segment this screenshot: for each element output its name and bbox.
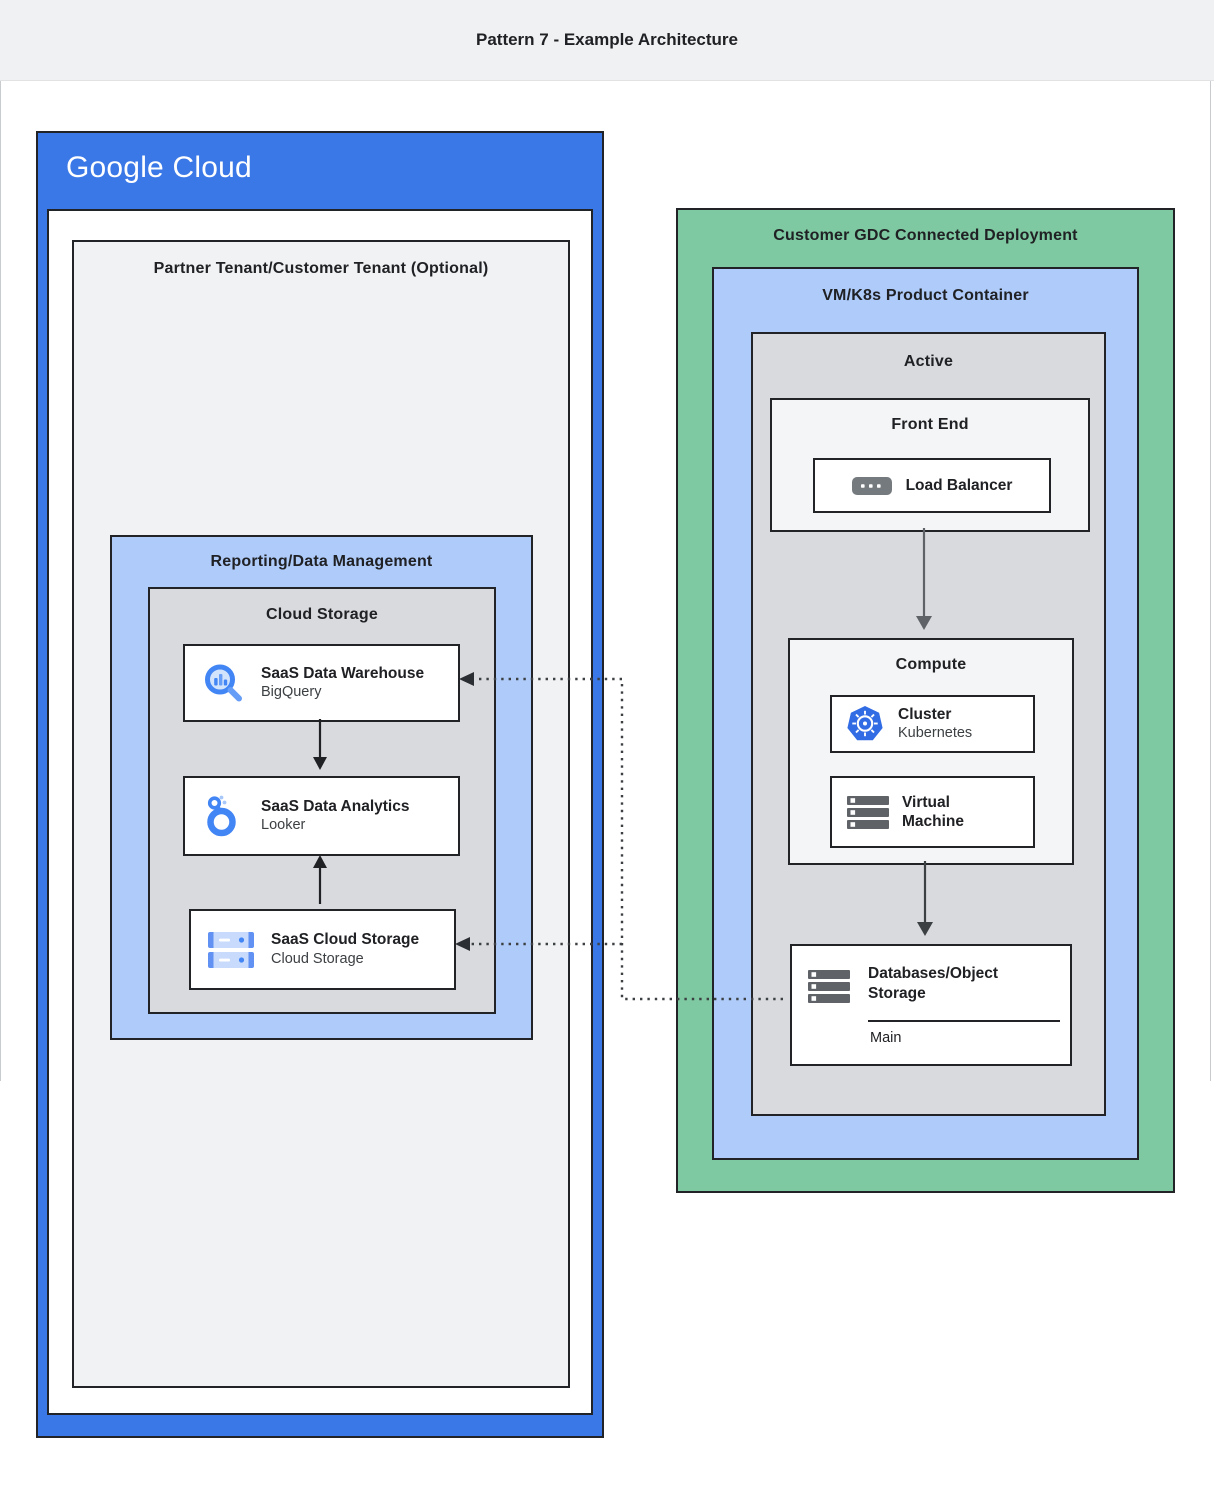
- node-saas-cloud-storage: SaaS Cloud Storage Cloud Storage: [189, 909, 456, 990]
- google-cloud-inner: Partner Tenant/Customer Tenant (Optional…: [47, 209, 593, 1415]
- compute-title: Compute: [895, 656, 967, 673]
- node-virtual-machine: Virtual Machine: [830, 776, 1035, 848]
- node-saas-data-analytics: SaaS Data Analytics Looker: [183, 776, 460, 856]
- node-title: SaaS Data Warehouse: [261, 664, 425, 682]
- vmk8s-container-box: VM/K8s Product Container Active Front En…: [712, 267, 1139, 1160]
- node-title: Virtual Machine: [902, 793, 965, 830]
- virtual-machine-icon: [847, 796, 889, 829]
- node-saas-data-warehouse: SaaS Data Warehouse BigQuery: [183, 644, 460, 722]
- google-cloud-logo: Google Cloud: [66, 151, 252, 184]
- page-title: Pattern 7 - Example Architecture: [475, 30, 738, 49]
- reporting-title: Reporting/Data Management: [210, 553, 433, 570]
- bigquery-icon: [205, 664, 242, 702]
- node-subtitle: Looker: [261, 817, 306, 834]
- divider: [868, 1020, 1060, 1022]
- node-title: Load Balancer: [905, 476, 1013, 494]
- node-databases-object-storage: Databases/Object Storage Main: [790, 944, 1072, 1066]
- partner-tenant-title: Partner Tenant/Customer Tenant (Optional…: [153, 260, 489, 277]
- page-right-edge: [1210, 81, 1211, 1081]
- gdc-deployment-box: Customer GDC Connected Deployment VM/K8s…: [676, 208, 1175, 1193]
- node-cluster: Cluster Kubernetes: [830, 695, 1035, 753]
- node-subtitle: Cloud Storage: [271, 950, 364, 967]
- gdc-title: Customer GDC Connected Deployment: [773, 227, 1078, 244]
- cloud-storage-box: Cloud Storage SaaS Data War: [148, 587, 496, 1014]
- google-cloud-container: Google Cloud Partner Tenant/Customer Ten…: [36, 131, 604, 1438]
- node-title: SaaS Cloud Storage: [271, 931, 420, 949]
- cloud-storage-icon: [208, 931, 254, 968]
- vmk8s-title: VM/K8s Product Container: [822, 287, 1029, 304]
- front-end-box: Front End Load Balancer: [770, 398, 1090, 532]
- diagram-header: Pattern 7 - Example Architecture: [0, 0, 1214, 81]
- compute-box: Compute: [788, 638, 1074, 865]
- node-title: Cluster: [898, 705, 952, 723]
- node-load-balancer: Load Balancer: [813, 458, 1051, 513]
- active-title: Active: [903, 353, 954, 370]
- node-label: Main: [870, 1030, 902, 1046]
- load-balancer-icon: [851, 476, 892, 495]
- looker-icon: [207, 795, 236, 837]
- node-title: Databases/Object Storage: [868, 965, 999, 1003]
- reporting-box: Reporting/Data Management Cloud Storage: [110, 535, 533, 1040]
- node-title: SaaS Data Analytics: [261, 797, 410, 815]
- cloud-storage-title: Cloud Storage: [266, 606, 378, 623]
- partner-tenant-box: Partner Tenant/Customer Tenant (Optional…: [72, 240, 570, 1388]
- node-subtitle: Kubernetes: [898, 725, 973, 742]
- kubernetes-icon: [847, 706, 883, 741]
- server-stack-icon: [807, 968, 851, 1009]
- front-end-title: Front End: [891, 416, 969, 433]
- active-box: Active Front End Load Balancer: [751, 332, 1106, 1116]
- node-subtitle: BigQuery: [261, 684, 322, 701]
- page-left-edge: [0, 81, 1, 1081]
